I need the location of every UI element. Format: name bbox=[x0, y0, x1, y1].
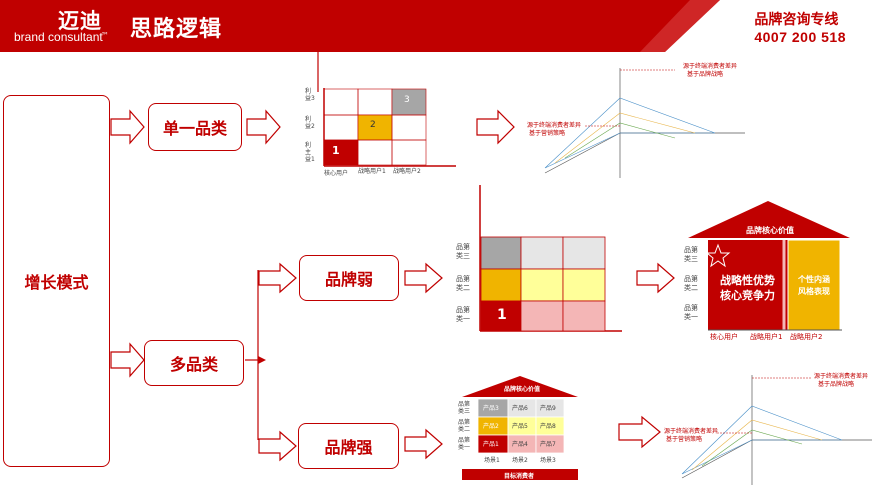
hotline-number: 4007 200 518 bbox=[754, 29, 846, 45]
weak-ylabel-3: 品第类三 bbox=[456, 243, 470, 260]
brand-strong-box: 品牌强 bbox=[298, 423, 399, 469]
single-ylabel-1: 利主益1 bbox=[305, 142, 315, 163]
strong-cell-1-2: 产品8 bbox=[540, 423, 556, 430]
brand-strong-label: 品牌强 bbox=[324, 438, 373, 457]
growth-mode-label: 增长模式 bbox=[24, 273, 89, 292]
strategy-bottom-top-note-1: 源于终端消费者差异 bbox=[814, 373, 869, 380]
single-cell-1: 1 bbox=[332, 144, 340, 157]
arrow-to-weak bbox=[258, 262, 297, 294]
single-ylabel-2: 利益2 bbox=[305, 116, 315, 130]
arrow-weak-to-matrix bbox=[404, 262, 443, 294]
weak-ylabel-1: 品第类一 bbox=[456, 306, 470, 323]
strategy-bottom-left-note-2: 基于营销策略 bbox=[666, 436, 703, 443]
arrow-single-matrix-to-chart bbox=[476, 109, 515, 145]
arrow-single-to-matrix bbox=[246, 109, 281, 145]
weak-house-red-text-2: 核心竞争力 bbox=[720, 289, 775, 302]
strong-house-roof: 品牌核心价值 bbox=[504, 386, 541, 393]
strong-xlabel-1: 场景1 bbox=[484, 457, 500, 464]
arrow-strong-house-to-chart bbox=[618, 415, 661, 449]
single-matrix: 1 2 3 利益3 利益2 利主益1 核心用户 战略用户1 战略用户2 bbox=[305, 88, 458, 178]
weak-house: 品牌核心价值 战略性优势 核心竞争力 个性内涵 风格表现 品第类三 品第类二 品… bbox=[680, 200, 856, 345]
strong-house-footer: 目标消费者 bbox=[504, 473, 535, 480]
strategy-chart-top: 源于终端消费者差异 基于品牌战略 源于终端消费者差异 基于营销策略 bbox=[525, 58, 755, 182]
brand-logo-cn: 迈迪 bbox=[58, 8, 102, 33]
single-ylabel-3: 利益3 bbox=[305, 88, 315, 102]
header: 迈迪 brand consultant ™ 思路逻辑 品牌咨询专线 4007 2… bbox=[0, 0, 882, 52]
weak-matrix-grid bbox=[479, 185, 622, 332]
strong-cell-2-2: 产品7 bbox=[540, 441, 556, 448]
single-xlabel-2: 战略用户1 bbox=[358, 168, 386, 175]
strong-house-shape bbox=[462, 376, 578, 480]
strong-cell-2-1: 产品4 bbox=[512, 441, 528, 448]
multi-category-label: 多品类 bbox=[169, 355, 218, 374]
page-title: 思路逻辑 bbox=[130, 17, 223, 42]
strong-cell-1-0: 产品2 bbox=[483, 423, 499, 430]
strategy-left-note-1: 源于终端消费者差异 bbox=[527, 122, 582, 129]
single-cell-2: 2 bbox=[370, 120, 376, 130]
strong-ylabel-2: 品第类二 bbox=[458, 419, 471, 433]
weak-house-shape bbox=[688, 201, 850, 331]
strong-xlabel-2: 场景2 bbox=[512, 457, 528, 464]
strong-ylabel-3: 品第类三 bbox=[458, 401, 471, 415]
strong-cell-2-0: 产品1 bbox=[483, 441, 499, 448]
weak-matrix: 1 品第类三 品第类二 品第类一 bbox=[446, 185, 626, 335]
strategy-top-note-1: 源于终端消费者差异 bbox=[683, 63, 738, 70]
arrow-root-to-single bbox=[110, 109, 145, 145]
single-cell-3: 3 bbox=[404, 95, 410, 105]
strong-cell-0-1: 产品6 bbox=[512, 405, 528, 412]
trademark-mark: ™ bbox=[101, 31, 109, 40]
strategy-chart-top-lines bbox=[544, 68, 745, 178]
strong-xlabel-3: 场景3 bbox=[540, 457, 556, 464]
strong-cell-1-1: 产品5 bbox=[512, 423, 528, 430]
weak-house-yellow-text-2: 风格表现 bbox=[798, 287, 830, 296]
strategy-chart-bottom: 源于终端消费者差异 基于品牌战略 源于终端消费者差异 基于营销策略 bbox=[662, 370, 877, 488]
strategy-chart-bottom-lines bbox=[681, 375, 872, 485]
single-matrix-grid bbox=[323, 88, 456, 167]
brand-weak-box: 品牌弱 bbox=[299, 255, 399, 301]
weak-house-ylabel-1: 品第类一 bbox=[684, 304, 698, 321]
weak-house-red-text-1: 战略性优势 bbox=[720, 274, 775, 287]
weak-house-roof: 品牌核心价值 bbox=[746, 226, 794, 235]
hotline: 品牌咨询专线 4007 200 518 bbox=[754, 9, 846, 45]
strategy-left-note-2: 基于营销策略 bbox=[529, 130, 566, 137]
strategy-bottom-top-note-2: 基于品牌战略 bbox=[818, 381, 855, 388]
single-category-box: 单一品类 bbox=[148, 103, 242, 151]
strong-cell-0-0: 产品3 bbox=[483, 405, 499, 412]
weak-house-ylabel-2: 品第类二 bbox=[684, 275, 698, 292]
arrow-root-to-multi bbox=[110, 342, 145, 378]
strategy-bottom-left-note-1: 源于终端消费者差异 bbox=[664, 428, 719, 435]
multi-category-box: 多品类 bbox=[144, 340, 244, 386]
hotline-label: 品牌咨询专线 bbox=[754, 12, 839, 28]
arrow-strong-to-house bbox=[404, 428, 443, 460]
strong-cell-0-2: 产品9 bbox=[540, 405, 556, 412]
brand-weak-label: 品牌弱 bbox=[324, 270, 373, 289]
header-banner bbox=[0, 0, 720, 52]
strategy-top-note-2: 基于品牌战略 bbox=[687, 71, 724, 78]
weak-house-xlabel-1: 核心用户 bbox=[710, 333, 738, 341]
growth-mode-box: 增长模式 bbox=[3, 95, 110, 467]
weak-ylabel-2: 品第类二 bbox=[456, 275, 470, 292]
single-category-label: 单一品类 bbox=[162, 119, 227, 138]
weak-house-ylabel-3: 品第类三 bbox=[684, 246, 698, 263]
arrow-weak-matrix-to-house bbox=[636, 262, 675, 294]
weak-house-yellow-text-1: 个性内涵 bbox=[798, 275, 830, 284]
single-xlabel-1: 核心用户 bbox=[324, 170, 349, 177]
strong-house: 品牌核心价值 产品3 产品6 产品9 产品2 产品5 产品8 产品1 产品4 产… bbox=[456, 375, 586, 485]
arrow-to-strong bbox=[258, 430, 297, 462]
strong-ylabel-1: 品第类一 bbox=[458, 437, 471, 451]
weak-house-xlabel-2: 战略用户1 bbox=[750, 333, 783, 341]
weak-house-xlabel-3: 战略用户2 bbox=[790, 333, 823, 341]
single-xlabel-3: 战略用户2 bbox=[393, 168, 421, 175]
weak-cell-1: 1 bbox=[497, 307, 507, 323]
brand-logo-en: brand consultant bbox=[14, 30, 103, 44]
